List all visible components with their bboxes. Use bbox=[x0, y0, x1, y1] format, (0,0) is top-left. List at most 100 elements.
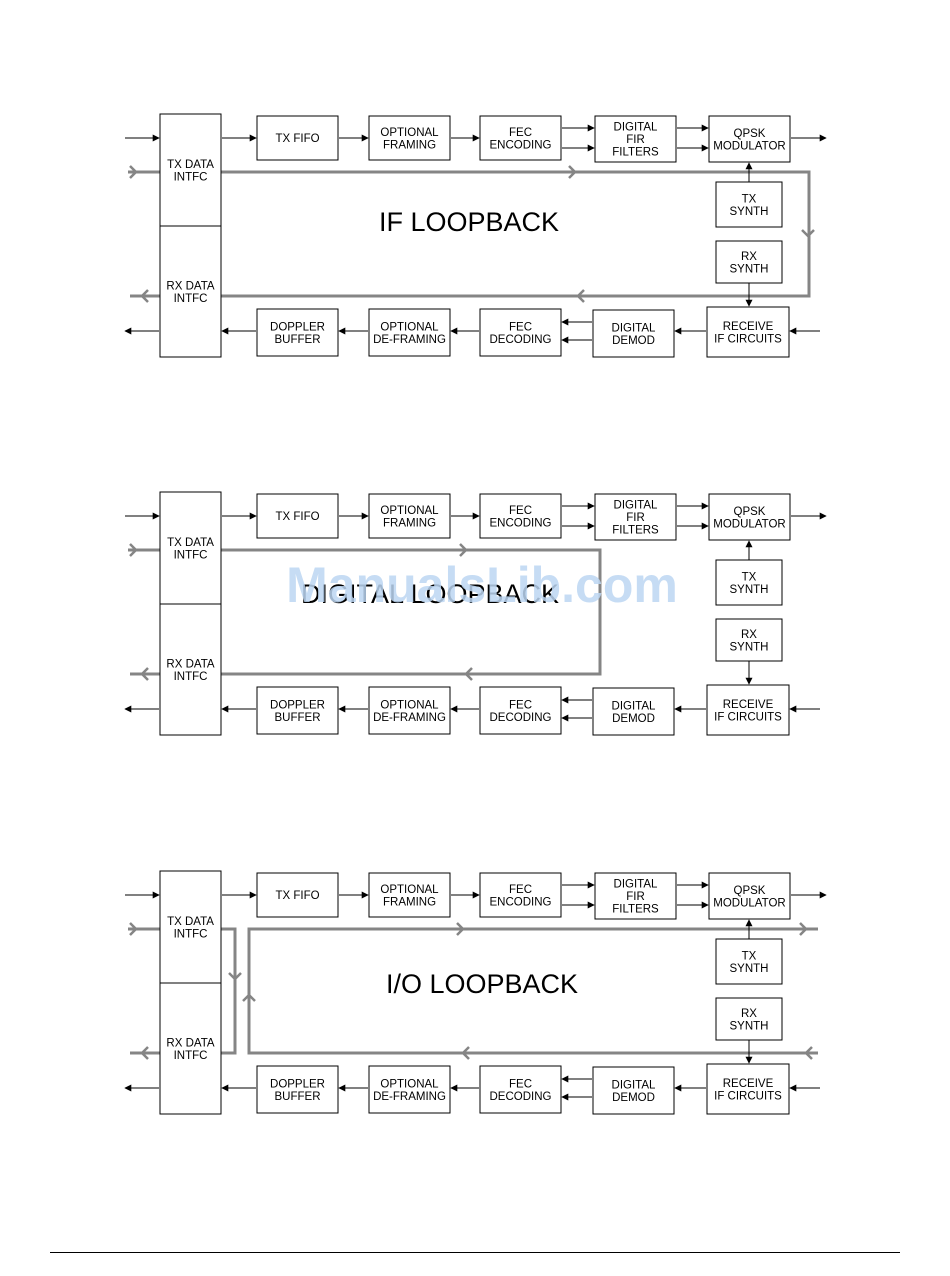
block-outline bbox=[159, 491, 222, 605]
block-label: TX DATA bbox=[167, 159, 214, 171]
block-label: DECODING bbox=[490, 712, 552, 724]
block-outline bbox=[715, 559, 783, 606]
block-label: FILTERS bbox=[612, 904, 659, 916]
loopback-direction-arrow bbox=[228, 972, 242, 981]
block-label: SYNTH bbox=[730, 963, 769, 975]
block-label: DIGITAL bbox=[614, 879, 658, 891]
block-outline bbox=[479, 493, 562, 539]
loopback-direction-arrow bbox=[140, 667, 149, 681]
block-outline bbox=[592, 309, 675, 358]
block-label: FEC bbox=[509, 699, 532, 711]
block-label: INTFC bbox=[174, 549, 208, 561]
loopback-direction-arrow bbox=[456, 922, 465, 936]
block-label: FEC bbox=[509, 321, 532, 333]
block-label: INTFC bbox=[174, 293, 208, 305]
block-label: BUFFER bbox=[275, 712, 321, 724]
loopback-path bbox=[128, 543, 602, 681]
block-label: IF CIRCUITS bbox=[714, 1090, 782, 1102]
block-label: DECODING bbox=[490, 1091, 552, 1103]
block-label: MODULATOR bbox=[713, 140, 785, 152]
block-label: DE-FRAMING bbox=[373, 334, 446, 346]
block-label: OPTIONAL bbox=[380, 127, 439, 139]
block-outline bbox=[479, 872, 562, 918]
block-label: OPTIONAL bbox=[380, 699, 439, 711]
block-outline bbox=[256, 308, 339, 357]
loopback-direction-arrow bbox=[129, 165, 138, 179]
block-label: QPSK bbox=[734, 128, 766, 140]
tx-fifo-block: TX FIFO bbox=[256, 115, 339, 161]
block-outline bbox=[592, 687, 675, 736]
block-label: BUFFER bbox=[275, 334, 321, 346]
block-label: TX FIFO bbox=[275, 133, 319, 145]
footer-rule bbox=[50, 1252, 900, 1253]
block-label: SYNTH bbox=[730, 1020, 769, 1032]
diagram-title: IF LOOPBACK bbox=[379, 207, 559, 237]
block-label: OPTIONAL bbox=[380, 884, 439, 896]
block-outline bbox=[594, 115, 677, 163]
block-label: BUFFER bbox=[275, 1091, 321, 1103]
block-outline bbox=[708, 115, 791, 163]
block-label: DIGITAL bbox=[614, 500, 658, 512]
tx-fifo-block: TX FIFO bbox=[256, 872, 339, 918]
loopback-direction-arrow bbox=[242, 993, 256, 1002]
block-outline bbox=[479, 115, 562, 161]
loopback-direction-arrow bbox=[129, 922, 138, 936]
block-label: FRAMING bbox=[383, 517, 436, 529]
block-outline bbox=[368, 872, 451, 918]
block-label: RX DATA bbox=[166, 658, 214, 670]
watermark-text: ManualsLib.com bbox=[286, 557, 678, 613]
block-label: INTFC bbox=[174, 671, 208, 683]
block-outline bbox=[256, 686, 339, 735]
block-outline bbox=[708, 493, 791, 541]
block-outline bbox=[708, 872, 791, 920]
block-label: FILTERS bbox=[612, 525, 659, 537]
block-label: DEMOD bbox=[612, 713, 655, 725]
block-outline bbox=[594, 872, 677, 920]
block-outline bbox=[594, 493, 677, 541]
block-outline bbox=[256, 1065, 339, 1114]
loopback-direction-arrow bbox=[568, 165, 577, 179]
diagram-title: DIGITAL LOOPBACK bbox=[301, 579, 559, 609]
block-outline bbox=[368, 1065, 451, 1114]
block-label: INTFC bbox=[174, 171, 208, 183]
block-label: IF CIRCUITS bbox=[714, 333, 782, 345]
loopback-direction-arrow bbox=[464, 667, 473, 681]
block-label: FEC bbox=[509, 884, 532, 896]
block-label: DOPPLER bbox=[270, 1078, 325, 1090]
block-label: FIR bbox=[626, 134, 645, 146]
block-outline bbox=[159, 603, 222, 736]
block-label: OPTIONAL bbox=[380, 505, 439, 517]
block-label: FRAMING bbox=[383, 139, 436, 151]
block-label: DOPPLER bbox=[270, 699, 325, 711]
block-label: TX bbox=[742, 193, 757, 205]
block-outline bbox=[715, 997, 783, 1041]
block-outline bbox=[706, 1063, 790, 1115]
block-label: ENCODING bbox=[490, 517, 552, 529]
block-label: INTFC bbox=[174, 1050, 208, 1062]
block-label: SYNTH bbox=[730, 641, 769, 653]
block-label: IF CIRCUITS bbox=[714, 711, 782, 723]
block-label: QPSK bbox=[734, 506, 766, 518]
block-outline bbox=[256, 872, 339, 918]
loopback-path-segment bbox=[221, 548, 602, 676]
block-label: SYNTH bbox=[730, 263, 769, 275]
block-outline bbox=[368, 493, 451, 539]
block-label: MODULATOR bbox=[713, 518, 785, 530]
